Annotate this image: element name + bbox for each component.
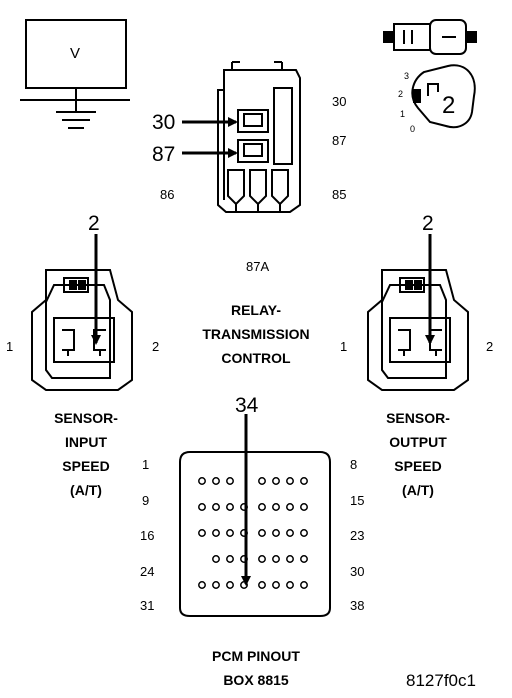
voltmeter — [25, 19, 127, 100]
pcm-pin-hole — [212, 529, 220, 537]
relay-callout-30: 30 — [152, 111, 176, 134]
pcm-pin-hole — [212, 555, 220, 563]
pcm-pin-hole — [198, 503, 206, 511]
ignition-key-icon — [383, 19, 477, 55]
pcm-pin-hole — [300, 581, 308, 589]
pcm-pin-hole — [226, 581, 234, 589]
ignition-switch-icon — [411, 64, 476, 129]
ignition-callout: 2 — [442, 92, 456, 119]
pcm-pin-hole — [258, 503, 266, 511]
pcm-pin-hole — [286, 529, 294, 537]
relay-label: RELAY- TRANSMISSION CONTROL — [202, 302, 310, 366]
pcm-row-end-2: 15 — [350, 493, 365, 508]
pcm-pin-hole — [212, 477, 220, 485]
relay-pin-85: 85 — [332, 187, 347, 202]
pcm-pin-hole — [286, 555, 294, 563]
pcm-pin-hole — [258, 477, 266, 485]
pcm-pin-hole — [226, 477, 234, 485]
pcm-pin-hole — [226, 555, 234, 563]
pcm-pin-hole — [300, 529, 308, 537]
output-sensor-connector — [367, 269, 469, 391]
output-sensor-callout: 2 — [422, 212, 434, 235]
pcm-row-start-2: 9 — [142, 493, 150, 508]
pcm-pin-hole — [198, 529, 206, 537]
relay-pin-87a: 87A — [246, 259, 270, 274]
pcm-pin-hole — [212, 503, 220, 511]
pcm-pin-hole — [258, 581, 266, 589]
pcm-pin-hole — [212, 581, 220, 589]
pcm-pin-hole — [198, 581, 206, 589]
input-sensor-callout: 2 — [88, 212, 100, 235]
pcm-pin-hole — [300, 555, 308, 563]
ignition-position-1: 1 — [400, 109, 406, 119]
ignition-position-3: 3 — [404, 71, 410, 81]
pcm-row-end-1: 8 — [350, 457, 358, 472]
pcm-connector-body — [179, 451, 331, 617]
pcm-row-start-1: 1 — [142, 457, 150, 472]
pcm-label: PCM PINOUT BOX 8815 — [212, 648, 300, 688]
pcm-callout: 34 — [235, 394, 259, 417]
output-sensor-label: SENSOR- OUTPUT SPEED (A/T) — [386, 410, 450, 498]
relay-pin-87: 87 — [332, 133, 347, 148]
pcm-pin-hole — [272, 529, 280, 537]
input-sensor-pin-1: 1 — [6, 339, 14, 354]
relay-pin-30: 30 — [332, 94, 347, 109]
output-sensor-pin-2: 2 — [486, 339, 494, 354]
pcm-pin-hole — [272, 555, 280, 563]
pcm-pin-hole — [286, 503, 294, 511]
output-sensor-pin-1: 1 — [340, 339, 348, 354]
input-sensor-label: SENSOR- INPUT SPEED (A/T) — [54, 410, 118, 498]
pcm-row-end-5: 38 — [350, 598, 365, 613]
pcm-pin-hole — [258, 555, 266, 563]
input-sensor-connector — [31, 269, 133, 391]
relay-callout-87: 87 — [152, 143, 176, 166]
pcm-pin-hole — [258, 529, 266, 537]
pcm-pin-grid — [198, 477, 308, 589]
pcm-row-start-4: 24 — [140, 564, 155, 579]
relay-pin-86: 86 — [160, 187, 175, 202]
pcm-row-start-5: 31 — [140, 598, 155, 613]
pcm-pin-hole — [300, 503, 308, 511]
input-sensor-pin-2: 2 — [152, 339, 160, 354]
figure-code: 8127f0c1 — [406, 671, 476, 690]
relay-body — [217, 61, 301, 213]
pcm-pin-hole — [226, 503, 234, 511]
meter-label: V — [70, 45, 81, 62]
ground-symbol — [20, 99, 130, 129]
ignition-position-0: 0 — [410, 124, 416, 134]
relay-callout-arrows — [182, 117, 238, 158]
ignition-position-2: 2 — [398, 89, 404, 99]
pcm-pin-hole — [272, 581, 280, 589]
pcm-row-end-3: 23 — [350, 528, 365, 543]
pcm-pin-hole — [300, 477, 308, 485]
pcm-pin-hole — [286, 581, 294, 589]
pcm-pin-hole — [272, 503, 280, 511]
pcm-row-end-4: 30 — [350, 564, 365, 579]
pcm-pin-hole — [198, 477, 206, 485]
pcm-row-start-3: 16 — [140, 528, 155, 543]
pcm-pin-hole — [226, 529, 234, 537]
pcm-pin-hole — [286, 477, 294, 485]
pcm-pin-hole — [272, 477, 280, 485]
